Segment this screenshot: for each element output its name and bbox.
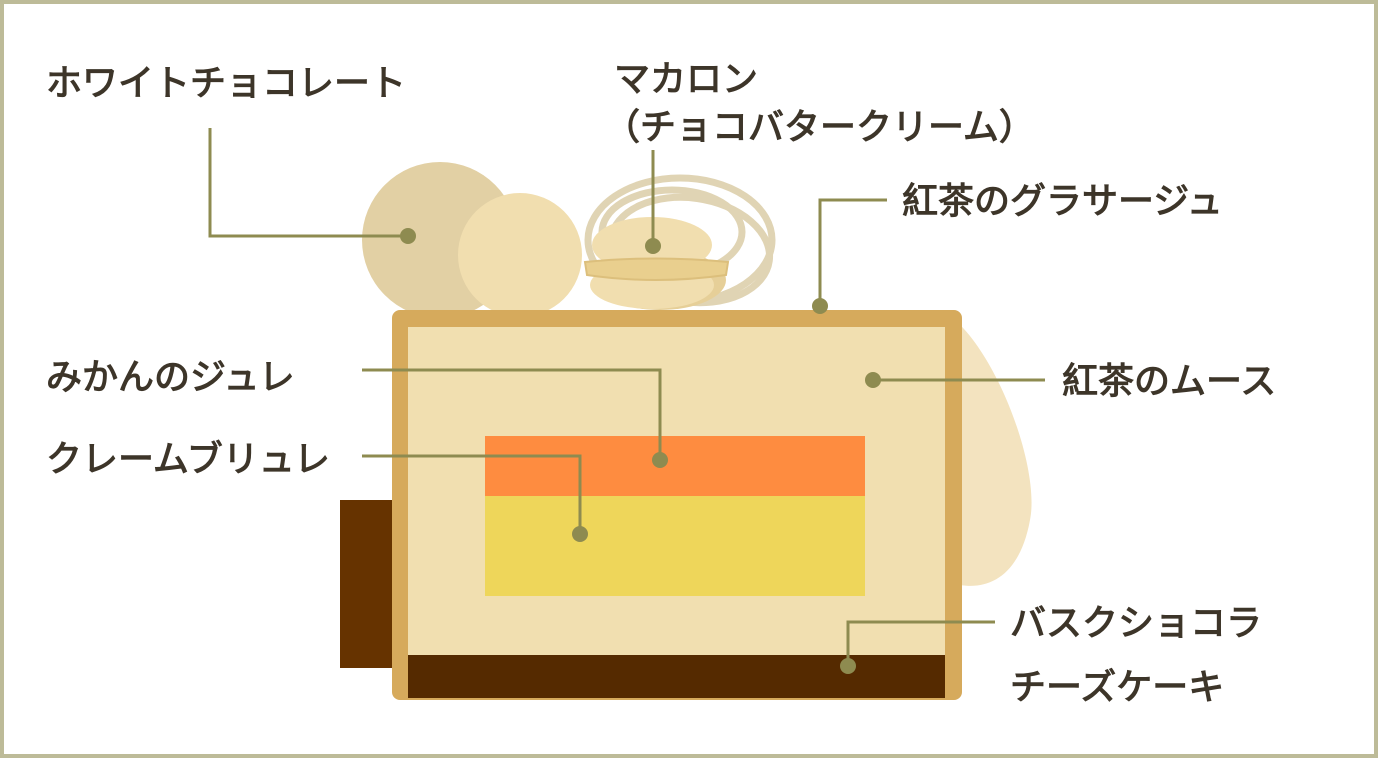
label-macaron-filling: （チョコバタークリーム）: [604, 107, 1035, 148]
mousse-side: [955, 320, 1032, 586]
label-creme-brulee: クレームブリュレ: [46, 439, 331, 480]
creme-brulee: [485, 496, 865, 596]
label-basque-line1: バスクショコラ: [1010, 603, 1263, 644]
leader-dots: [400, 228, 881, 674]
label-white-chocolate: ホワイトチョコレート: [46, 63, 407, 104]
leader-lines: [208, 128, 1045, 666]
mikan-jelly: [485, 436, 865, 496]
label-glacage: 紅茶のグラサージュ: [902, 181, 1223, 222]
white-chocolate-ball-small: [458, 193, 582, 317]
label-mikan-jelly: みかんのジュレ: [46, 357, 295, 398]
label-mousse: 紅茶のムース: [1062, 361, 1277, 402]
macaron: [583, 217, 730, 310]
label-basque-line2: チーズケーキ: [1010, 667, 1225, 708]
basque-cheesecake: [408, 655, 945, 698]
chocolate-plate: [340, 500, 398, 668]
label-macaron: マカロン: [614, 59, 759, 100]
